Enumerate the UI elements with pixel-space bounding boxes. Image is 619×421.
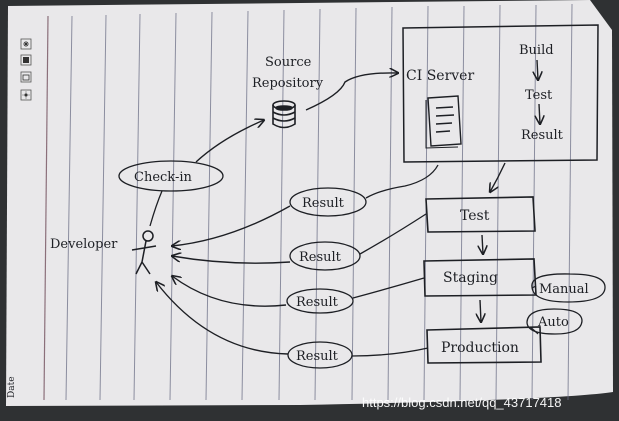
result-bubble-2 xyxy=(289,241,361,271)
margin-line xyxy=(43,15,49,401)
ci-step-test: Test xyxy=(525,88,553,103)
result-label-4: Result xyxy=(296,349,339,364)
auto-bubble xyxy=(526,308,583,335)
result-1-to-developer-arrow xyxy=(172,205,291,246)
stage-production-label: Production xyxy=(441,340,519,356)
stage-production-box xyxy=(426,326,542,364)
test-to-result-arrow xyxy=(539,103,540,124)
developer-label: Developer xyxy=(50,237,118,252)
repo-to-ci-arrow xyxy=(305,73,398,111)
result-bubble-3 xyxy=(286,288,354,314)
repository-label: Repository xyxy=(252,76,324,91)
staging-to-manual-line xyxy=(531,285,537,289)
stick-figure-icon xyxy=(131,230,157,275)
ci-to-test-arrow xyxy=(490,162,506,192)
check-in-to-repo-arrow xyxy=(195,120,264,163)
ci-to-result-1-line xyxy=(365,164,439,199)
result-3-to-developer-arrow xyxy=(172,276,287,307)
icon-column xyxy=(20,38,32,101)
ci-server-box xyxy=(402,24,599,163)
card-icon xyxy=(20,71,32,83)
test-to-staging-arrow xyxy=(482,234,483,254)
staging-to-production-arrow xyxy=(480,299,481,322)
result-label-2: Result xyxy=(299,250,342,265)
snowflake-icon xyxy=(20,38,32,50)
stage-test-label: Test xyxy=(460,208,490,224)
developer-to-check-in-line xyxy=(149,190,163,227)
result-bubble-1 xyxy=(289,187,367,217)
production-to-result-4-line xyxy=(351,347,429,357)
production-to-auto-line xyxy=(529,326,539,335)
result-4-to-developer-arrow xyxy=(156,282,289,355)
check-in-bubble xyxy=(118,160,224,192)
date-label: Date xyxy=(7,376,17,398)
watermark-url: https://blog.csdn.net/qq_43717418 xyxy=(362,395,562,410)
build-to-test-arrow xyxy=(537,59,538,80)
result-2-to-developer-arrow xyxy=(172,256,291,264)
result-bubble-4 xyxy=(287,341,353,369)
sun-icon xyxy=(20,89,32,101)
square-icon xyxy=(20,54,32,66)
result-label-3: Result xyxy=(296,295,339,310)
auto-label: Auto xyxy=(537,315,569,330)
database-icon xyxy=(272,100,296,129)
ruled-lines xyxy=(65,3,573,401)
stage-staging-label: Staging xyxy=(443,270,498,286)
ci-step-result: Result xyxy=(521,128,564,143)
result-label-1: Result xyxy=(302,196,345,211)
manual-bubble xyxy=(531,273,606,303)
stage-test-box xyxy=(425,196,536,233)
test-to-result-2-line xyxy=(359,213,427,255)
manual-label: Manual xyxy=(539,282,589,297)
ci-step-build: Build xyxy=(519,43,554,58)
check-in-label: Check-in xyxy=(134,170,192,185)
source-label: Source xyxy=(265,55,312,70)
ci-server-label: CI Server xyxy=(406,68,474,84)
staging-to-result-3-line xyxy=(352,277,425,299)
document-icon xyxy=(425,95,462,149)
